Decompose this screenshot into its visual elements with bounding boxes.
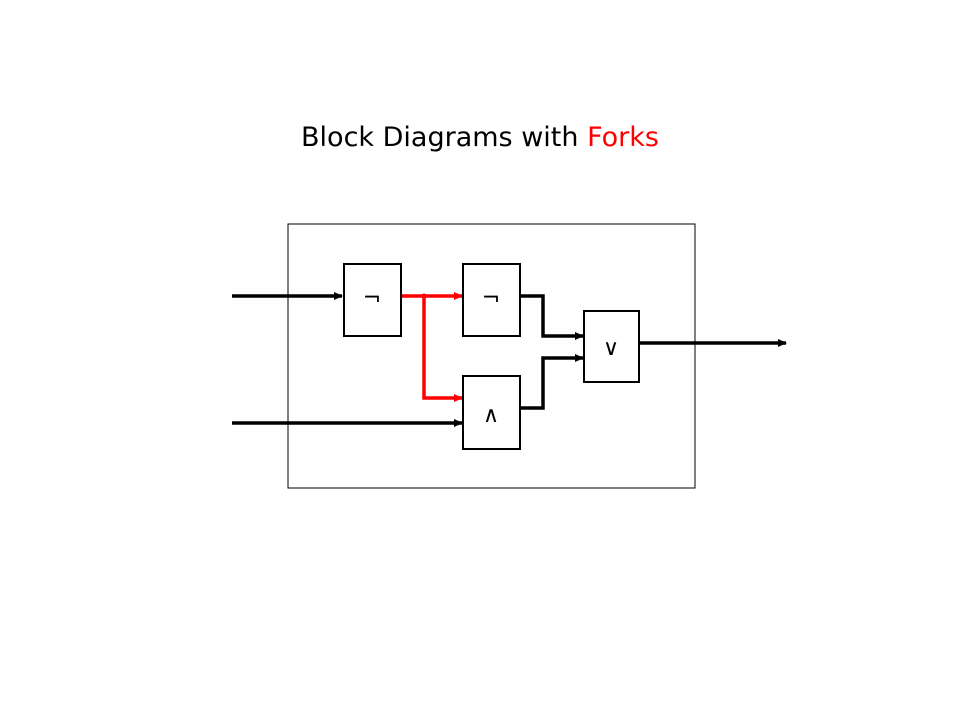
fork-wire-to-and: [422, 296, 463, 402]
title-prefix: Block Diagrams with: [301, 122, 588, 153]
fork-junction: [421, 293, 427, 299]
wire-not-to-or: [521, 294, 584, 340]
or-gate-symbol: ∨: [603, 336, 619, 361]
and-gate: ∧: [462, 375, 521, 450]
not-gate-second: ¬: [462, 263, 521, 337]
not-gate-first: ¬: [343, 263, 402, 337]
title-highlight: Forks: [587, 122, 659, 153]
outer-frame: [287, 223, 696, 489]
slide-title: Block Diagrams with Forks: [0, 122, 960, 153]
or-gate: ∨: [583, 310, 640, 383]
not-gate-second-symbol: ¬: [482, 286, 500, 311]
wire-and-to-or: [521, 354, 584, 410]
not-gate-first-symbol: ¬: [363, 286, 381, 311]
and-gate-symbol: ∧: [483, 403, 499, 428]
